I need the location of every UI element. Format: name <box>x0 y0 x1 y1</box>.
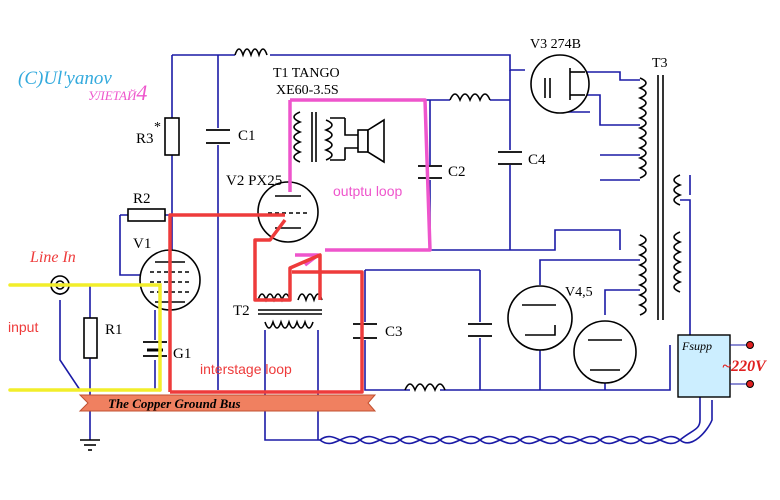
v3-label: V3 274B <box>530 37 581 52</box>
c3-c-node-wire <box>364 270 671 391</box>
c4-label: C4 <box>528 152 546 168</box>
r3-label: R3 <box>136 131 154 147</box>
r2-label: R2 <box>133 191 151 207</box>
resistors <box>83 117 180 359</box>
fsupp-label: Fsupp <box>681 339 712 353</box>
v1-grid-wire <box>59 300 81 391</box>
author-cyrillic: УЛЕТАЙ4 <box>88 80 147 105</box>
g1-label: G1 <box>173 346 191 362</box>
v2-label: V2 PX25 <box>226 173 282 189</box>
hv-bottom-wire <box>325 229 621 251</box>
v1-label: V1 <box>133 236 151 252</box>
v2-tube <box>257 181 319 243</box>
c2-choke <box>449 93 491 103</box>
ground-bus-label: The Copper Ground Bus <box>108 396 241 411</box>
top-choke <box>234 48 268 58</box>
capacitors <box>143 129 522 357</box>
ground-icon <box>80 439 100 451</box>
c1-capacitor <box>206 129 230 144</box>
t3-label: T3 <box>652 56 668 71</box>
r1-resistor <box>83 317 98 359</box>
c3-label: C3 <box>385 324 403 340</box>
input-label: input <box>8 319 38 335</box>
v4-tube <box>507 285 573 351</box>
tubes <box>139 54 637 384</box>
g1-battery <box>143 341 167 357</box>
c3-capacitor <box>353 323 377 339</box>
v5-tube <box>573 320 637 384</box>
v45-wire <box>539 259 640 390</box>
interstage-loop-highlight <box>168 213 364 394</box>
t1-name-label: T1 TANGO <box>273 66 340 81</box>
t1-transformer <box>293 111 345 163</box>
top-rail-wire <box>172 54 525 71</box>
line-in-label: Line In <box>29 249 76 266</box>
r3-resistor <box>164 117 180 156</box>
input-loop-highlight <box>8 283 162 392</box>
v3-plate-wire <box>585 71 640 126</box>
v3-tube <box>530 54 590 114</box>
ground-bus <box>78 394 377 412</box>
r2-resistor <box>127 208 166 222</box>
c2-capacitor <box>418 165 442 179</box>
c1-label: C1 <box>238 128 256 144</box>
output-loop-label: outptu loop <box>333 183 402 199</box>
fsupp-box <box>677 334 731 398</box>
interstage-loop-label: interstage loop <box>200 361 292 377</box>
t2-secondary-wire <box>264 330 320 441</box>
c4-capacitor <box>498 151 522 165</box>
t3-transformer <box>637 75 683 320</box>
speaker-icon <box>344 118 385 164</box>
c2-label: C2 <box>448 164 466 180</box>
mid-capacitor <box>468 323 492 337</box>
author-title: (C)Ul'yanov <box>18 68 112 89</box>
mains-terminals <box>730 341 754 388</box>
t1-model-label: XE60-3.5S <box>276 83 339 98</box>
v45-label: V4,5 <box>565 285 593 300</box>
labels: (C)Ul'yanov УЛЕТАЙ4 T1 TANGO XE60-3.5S V… <box>8 37 767 411</box>
t2-transformer <box>257 293 323 329</box>
chokes <box>234 48 491 393</box>
t2-label: T2 <box>233 303 250 319</box>
heater-twisted-pair-2 <box>319 400 713 445</box>
t1-primary-wire <box>289 99 510 190</box>
r3-star: * <box>154 120 161 135</box>
r1-label: R1 <box>105 322 123 338</box>
bottom-choke <box>404 383 446 393</box>
mains-label: ~220V <box>722 358 767 375</box>
